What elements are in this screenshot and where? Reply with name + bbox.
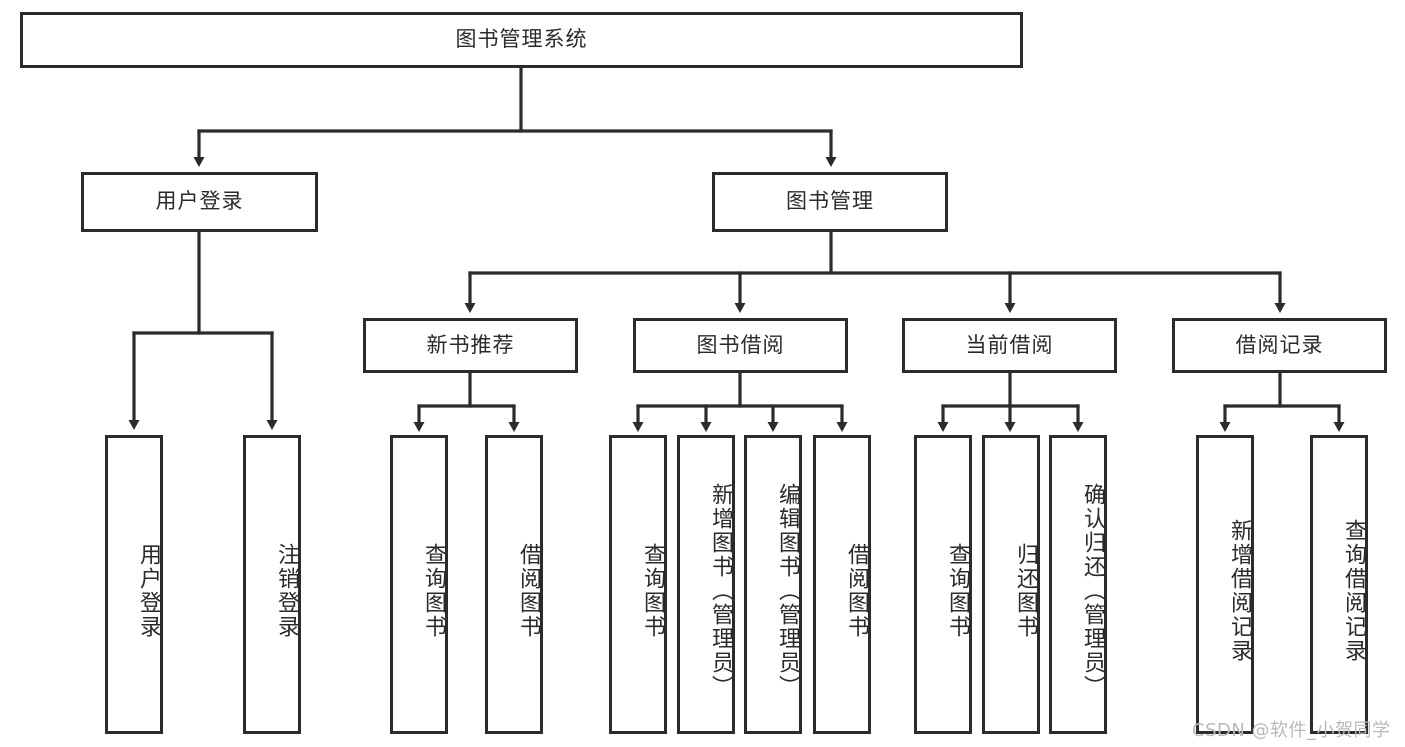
node-label: 查询图书 xyxy=(640,542,665,639)
node-book-management[interactable]: 图书管理 xyxy=(712,172,948,232)
node-label: 用户登录 xyxy=(136,542,161,639)
node-label: 新增图书（管理员） xyxy=(708,482,733,699)
csdn-watermark: CSDN @软件_小贺同学 xyxy=(1192,720,1391,741)
node-root-book-management-system[interactable]: 图书管理系统 xyxy=(20,12,1023,68)
node-borrow-records[interactable]: 借阅记录 xyxy=(1172,318,1387,373)
node-current-borrow[interactable]: 当前借阅 xyxy=(902,318,1117,373)
leaf-book-borrow-borrow[interactable]: 借阅图书 xyxy=(813,435,871,734)
node-label: 图书管理 xyxy=(786,189,874,214)
node-label: 新书推荐 xyxy=(426,332,515,357)
node-label: 图书管理系统 xyxy=(455,27,588,52)
node-label: 图书借阅 xyxy=(696,332,785,357)
leaf-current-borrow-return[interactable]: 归还图书 xyxy=(982,435,1040,734)
leaf-user-login-logout[interactable]: 注销登录 xyxy=(243,435,301,734)
leaf-current-borrow-query[interactable]: 查询图书 xyxy=(914,435,972,734)
leaf-book-borrow-edit[interactable]: 编辑图书（管理员） xyxy=(744,435,802,734)
node-book-borrow[interactable]: 图书借阅 xyxy=(633,318,848,373)
node-label: 编辑图书（管理员） xyxy=(775,482,800,699)
node-label: 借阅图书 xyxy=(516,542,541,639)
node-label: 注销登录 xyxy=(274,542,299,639)
node-label: 查询借阅记录 xyxy=(1341,518,1366,663)
node-new-book-recommend[interactable]: 新书推荐 xyxy=(363,318,578,373)
leaf-user-login-login[interactable]: 用户登录 xyxy=(105,435,163,734)
leaf-book-borrow-query[interactable]: 查询图书 xyxy=(609,435,667,734)
node-label: 查询图书 xyxy=(421,542,446,639)
node-label: 查询图书 xyxy=(945,542,970,639)
leaf-current-borrow-confirm-return[interactable]: 确认归还（管理员） xyxy=(1049,435,1107,734)
leaf-new-book-borrow[interactable]: 借阅图书 xyxy=(485,435,543,734)
node-label: 新增借阅记录 xyxy=(1227,518,1252,663)
node-user-login[interactable]: 用户登录 xyxy=(81,172,318,232)
node-label: 确认归还（管理员） xyxy=(1080,482,1105,699)
leaf-borrow-record-query[interactable]: 查询借阅记录 xyxy=(1310,435,1368,734)
node-label: 当前借阅 xyxy=(965,332,1054,357)
node-label: 借阅图书 xyxy=(844,542,869,639)
node-label: 归还图书 xyxy=(1013,542,1038,639)
leaf-book-borrow-add[interactable]: 新增图书（管理员） xyxy=(677,435,735,734)
node-label: 借阅记录 xyxy=(1235,332,1324,357)
leaf-new-book-query[interactable]: 查询图书 xyxy=(390,435,448,734)
node-label: 用户登录 xyxy=(155,189,244,214)
leaf-borrow-record-add[interactable]: 新增借阅记录 xyxy=(1196,435,1254,734)
